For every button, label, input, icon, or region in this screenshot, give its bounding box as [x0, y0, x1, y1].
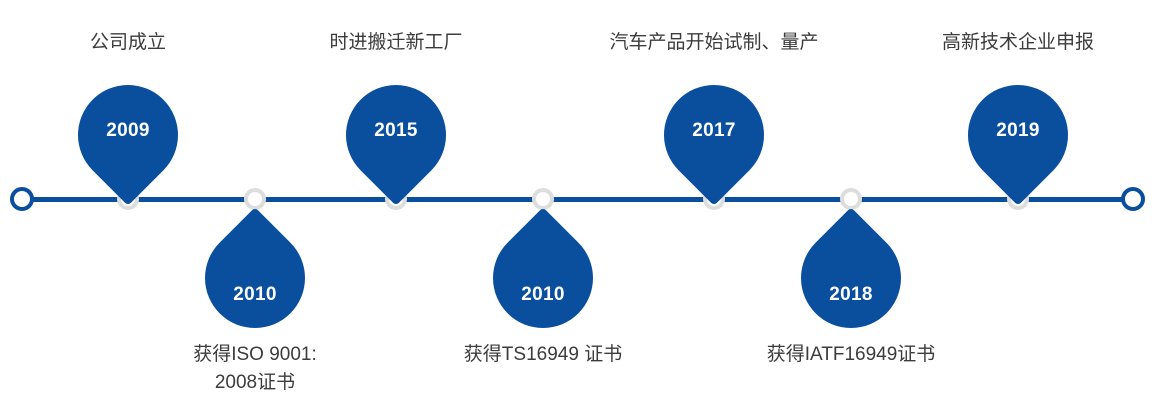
milestone-year-label: 2015 — [374, 120, 418, 141]
timeline-node-2[interactable] — [244, 188, 266, 210]
milestone-year-label: 2010 — [521, 284, 565, 305]
milestone-pin-2017-top[interactable]: 2017 — [643, 64, 785, 206]
pin-marker-icon — [780, 207, 922, 349]
milestone-pin-2010-bottom[interactable]: 2010 — [184, 207, 326, 349]
milestone-caption-milestone-2010-iso: 获得ISO 9001: 2008证书 — [193, 344, 317, 393]
milestone-caption-milestone-2009: 公司成立 — [89, 32, 166, 53]
milestone-pin-2015-top[interactable]: 2015 — [325, 64, 467, 206]
timeline-endpoint-end[interactable] — [1121, 187, 1145, 211]
milestone-pin-2009-top[interactable]: 2009 — [57, 64, 199, 206]
milestone-pin-2010-bottom[interactable]: 2010 — [472, 207, 614, 349]
timeline-axis-line — [22, 197, 1134, 202]
milestone-caption-milestone-2019: 高新技术企业申报 — [941, 32, 1094, 53]
timeline-node-6[interactable] — [840, 188, 862, 210]
milestone-year-label: 2017 — [692, 120, 736, 141]
milestone-year-label: 2018 — [829, 284, 873, 305]
pin-marker-icon — [472, 207, 614, 349]
milestone-year-label: 2010 — [233, 284, 277, 305]
milestone-pin-2019-top[interactable]: 2019 — [947, 64, 1089, 206]
milestone-caption-milestone-2015: 时进搬迁新工厂 — [329, 32, 463, 53]
timeline-node-4[interactable] — [532, 188, 554, 210]
milestone-pin-2018-bottom[interactable]: 2018 — [780, 207, 922, 349]
milestone-year-label: 2009 — [106, 120, 150, 141]
milestone-caption-milestone-2018: 获得IATF16949证书 — [766, 344, 936, 365]
milestone-year-label: 2019 — [996, 120, 1040, 141]
milestone-caption-milestone-2010-ts: 获得TS16949 证书 — [463, 344, 623, 365]
timeline-endpoint-start[interactable] — [10, 187, 34, 211]
milestone-caption-milestone-2017: 汽车产品开始试制、量产 — [609, 32, 819, 53]
pin-marker-icon — [184, 207, 326, 349]
